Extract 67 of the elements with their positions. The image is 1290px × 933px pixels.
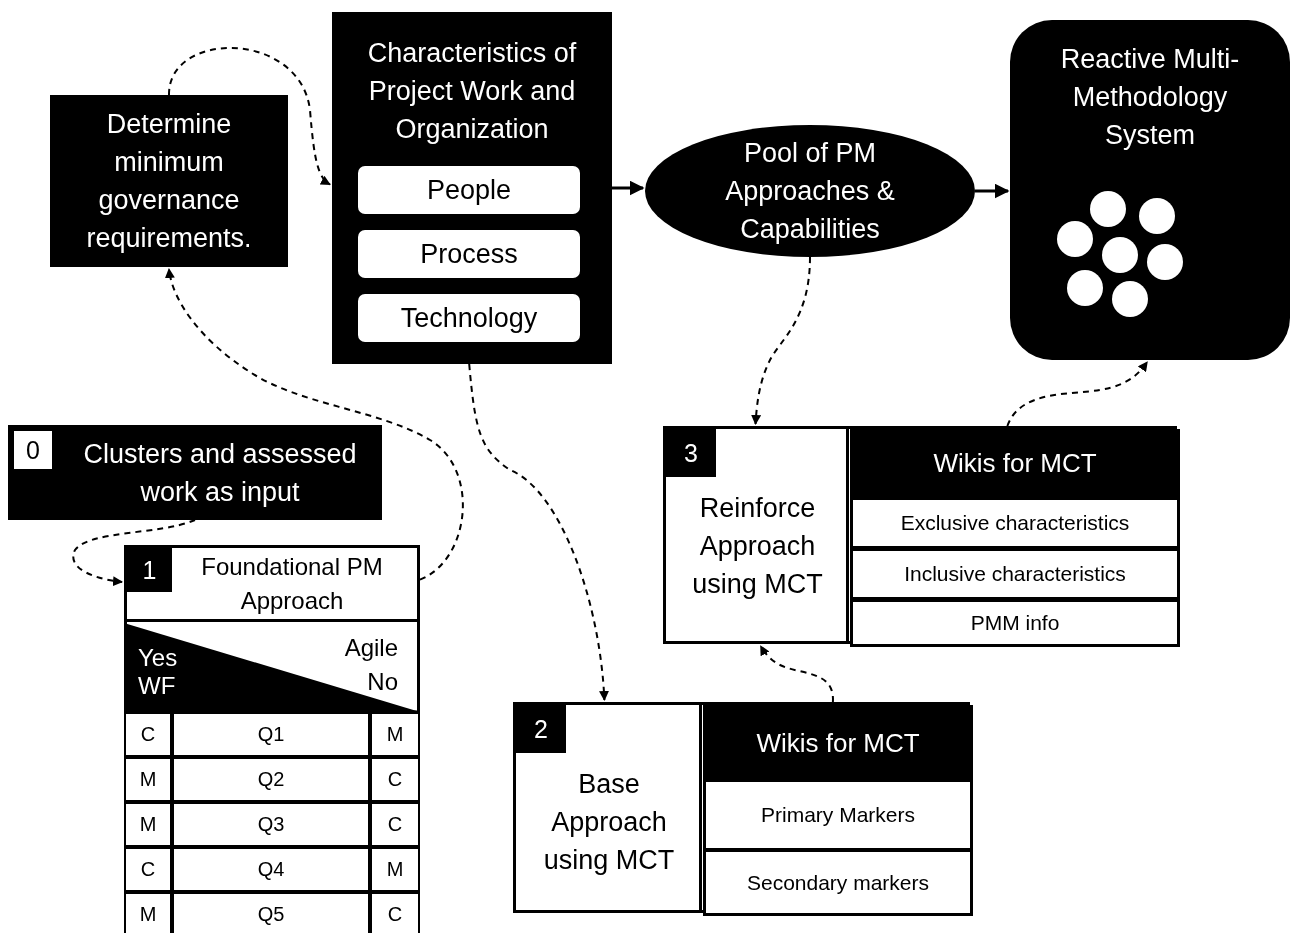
- process-box: [332, 12, 612, 364]
- process-box: [50, 95, 288, 267]
- list-row: [703, 849, 973, 916]
- step-number: 0: [14, 431, 52, 469]
- step-number: 1: [127, 548, 172, 592]
- table-cell: C: [124, 847, 172, 892]
- item-box: [358, 294, 580, 342]
- header-label: WF: [138, 672, 176, 700]
- table-cell: M: [370, 712, 420, 757]
- step-panel: [124, 545, 420, 622]
- table-cell: M: [124, 802, 172, 847]
- table-cell: C: [370, 802, 420, 847]
- node-label: Process: [420, 238, 518, 271]
- arrow: [468, 363, 609, 701]
- item-box: [358, 230, 580, 278]
- arrow: [165, 268, 464, 581]
- table-cell: Q3: [172, 802, 370, 847]
- node-label: Clusters and assessed work as input: [82, 437, 358, 509]
- node-label: Exclusive characteristics: [900, 511, 1130, 535]
- list-row: [850, 548, 1180, 600]
- node-label: People: [426, 174, 512, 207]
- system-box: [1010, 20, 1290, 360]
- panel-header: [703, 705, 973, 781]
- process-box: [8, 425, 382, 520]
- node-label: Wikis for MCT: [933, 447, 1097, 479]
- header-label: Yes: [138, 644, 178, 672]
- table-cell: Q4: [172, 847, 370, 892]
- table-cell: M: [124, 892, 172, 933]
- node-label: Characteristics of Project Work and Organization: [366, 37, 578, 146]
- node-label: Inclusive characteristics: [904, 562, 1126, 586]
- arrow: [168, 47, 331, 186]
- list-row: [850, 497, 1180, 549]
- table-cell: Q1: [172, 712, 370, 757]
- header-label: No: [367, 668, 398, 696]
- node-label: Technology: [400, 302, 538, 335]
- node-label: Wikis for MCT: [756, 727, 920, 759]
- table-cell: M: [370, 847, 420, 892]
- step-panel: [663, 426, 1177, 644]
- step-number: 3: [666, 429, 716, 477]
- node-label: Reactive Multi-Methodology System: [1059, 43, 1241, 152]
- arrow: [751, 256, 811, 425]
- table-cell: C: [370, 892, 420, 933]
- arrow: [72, 519, 196, 586]
- node-label: Reinforce Approach using MCT: [691, 492, 824, 601]
- table-cell: M: [124, 757, 172, 802]
- table-cell: C: [370, 757, 420, 802]
- node-label: Pool of PM Approaches & Capabilities: [724, 137, 896, 246]
- node-label: Primary Markers: [761, 803, 915, 827]
- table-cell: Q2: [172, 757, 370, 802]
- node-label: Base Approach using MCT: [542, 768, 676, 877]
- panel-header: [850, 429, 1180, 497]
- node-label: Determine minimum governance requirements.: [85, 108, 253, 255]
- arrow: [975, 183, 1010, 199]
- header-label: Agile: [344, 634, 398, 662]
- arrow: [759, 645, 834, 703]
- node-label: Foundational PM Approach: [200, 551, 384, 616]
- list-row: [703, 779, 973, 851]
- table-cell: C: [124, 712, 172, 757]
- arrow: [612, 180, 645, 196]
- item-box: [358, 166, 580, 214]
- table-cell: Q5: [172, 892, 370, 933]
- node-label: Secondary markers: [746, 870, 930, 895]
- step-panel: [513, 702, 970, 913]
- list-row: [850, 599, 1180, 647]
- arrow: [1006, 361, 1149, 427]
- node-label: PMM info: [970, 611, 1060, 635]
- step-number: 2: [516, 705, 566, 753]
